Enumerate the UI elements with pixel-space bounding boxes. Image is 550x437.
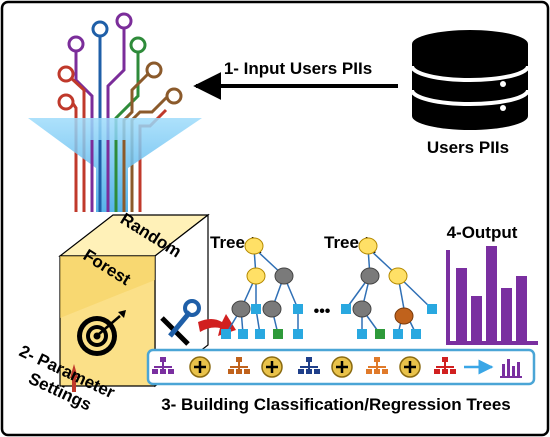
mini-tree-icon	[298, 357, 320, 374]
parameter-arrow-icon	[70, 364, 78, 392]
step-4-output-label: 4-Output	[447, 223, 518, 242]
mini-tree-icon	[366, 357, 388, 374]
mini-tree-icon	[434, 357, 456, 374]
mini-tree-icon	[228, 357, 250, 374]
plus-circle-icon	[261, 356, 283, 378]
step-1-input-label: 1- Input Users PIIs	[224, 59, 372, 78]
target-icon	[77, 310, 126, 356]
plus-circle-icon	[331, 356, 353, 378]
mini-tree-icon	[152, 357, 174, 374]
tree-n-icon	[341, 237, 437, 339]
database-label: Users PIIs	[427, 138, 509, 157]
process-strip-icons	[152, 356, 522, 378]
step-3-building-label: 3- Building Classification/Regression Tr…	[161, 395, 511, 414]
plus-circle-icon	[399, 356, 421, 378]
output-chart-icon	[446, 246, 538, 345]
circuit-wires-icon	[57, 12, 183, 212]
tree-1-icon	[221, 237, 303, 339]
mini-output-chart-icon	[500, 359, 522, 378]
tree-ellipsis: •••	[314, 303, 331, 320]
tools-icon	[160, 299, 201, 346]
plus-circle-icon	[189, 356, 211, 378]
funnel-overlay-wires	[90, 140, 126, 212]
database-icon	[410, 30, 530, 130]
